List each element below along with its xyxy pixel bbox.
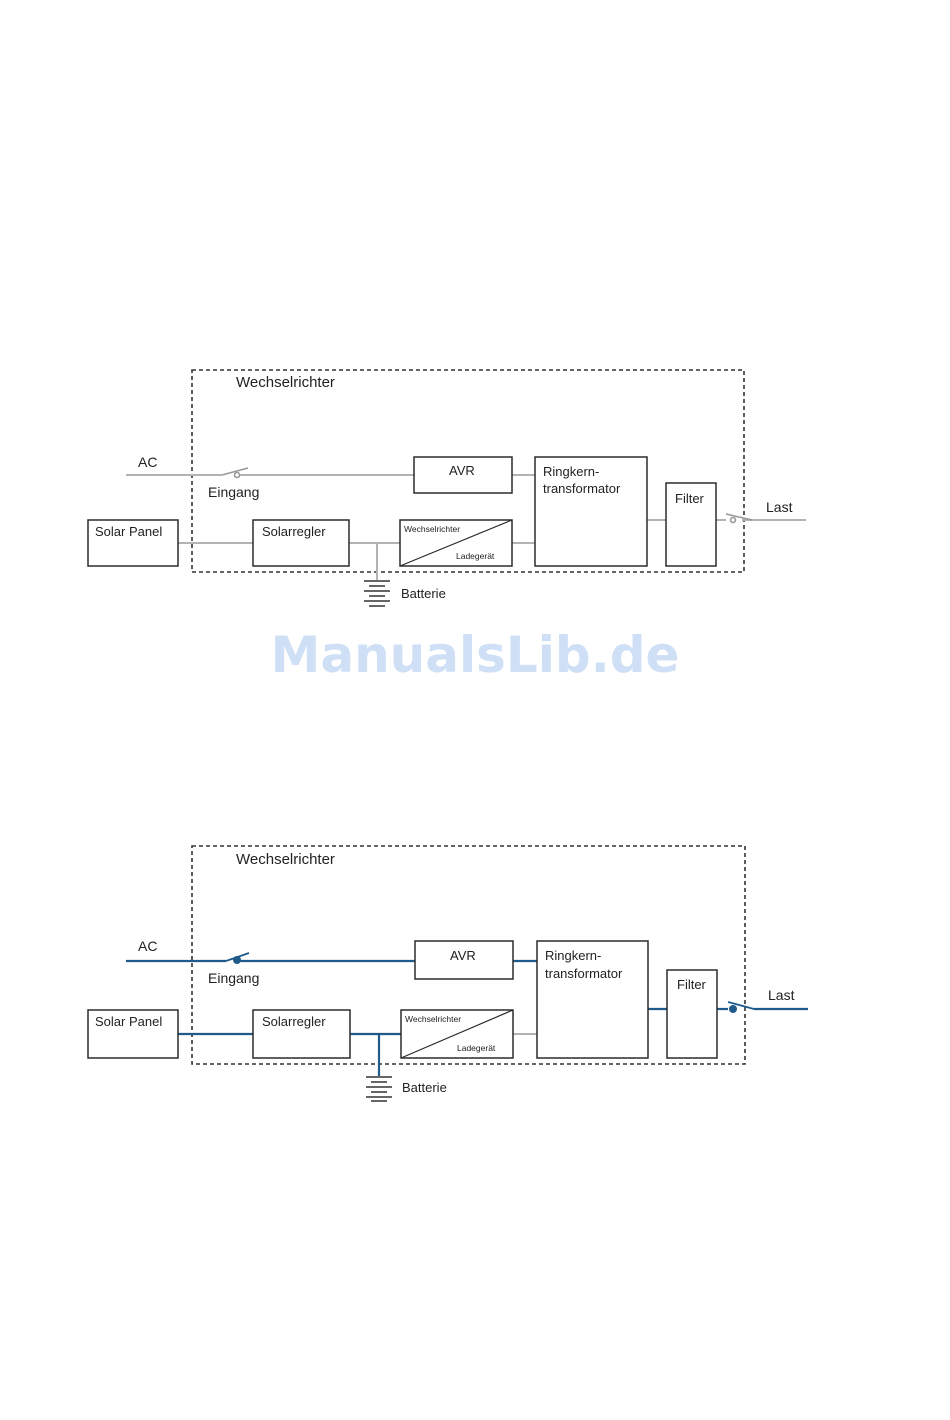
solarregler-label: Solarregler (262, 1014, 326, 1029)
watermark: ManualsLib.de (0, 626, 950, 684)
ringkern-label-line2: transformator (543, 481, 621, 496)
inverter-label: Wechselrichter (405, 1014, 461, 1024)
inverter-label: Wechselrichter (404, 524, 460, 534)
container-label: Wechselrichter (236, 374, 335, 391)
battery-icon (366, 1077, 392, 1101)
filter-label: Filter (677, 977, 707, 992)
ringkern-label-line2: transformator (545, 966, 623, 981)
input-switch-icon (222, 468, 248, 478)
avr-label: AVR (450, 948, 476, 963)
diagram-idle: Wechselrichter AC Eingang Last A (88, 370, 806, 606)
output-switch-icon (728, 1002, 754, 1013)
last-label: Last (768, 987, 795, 1003)
charger-label: Ladegerät (457, 1043, 496, 1053)
batterie-label: Batterie (401, 586, 446, 601)
eingang-label: Eingang (208, 970, 259, 986)
container-label: Wechselrichter (236, 851, 335, 868)
ringkern-label-line1: Ringkern- (543, 464, 599, 479)
avr-label: AVR (449, 463, 475, 478)
filter-label: Filter (675, 491, 705, 506)
batterie-label: Batterie (402, 1080, 447, 1095)
last-label: Last (766, 499, 793, 515)
solar-panel-label: Solar Panel (95, 524, 162, 539)
output-switch-icon (726, 514, 752, 523)
charger-label: Ladegerät (456, 551, 495, 561)
ringkern-label-line1: Ringkern- (545, 948, 601, 963)
ac-label: AC (138, 938, 157, 954)
eingang-label: Eingang (208, 484, 259, 500)
diagram-active: Wechselrichter AC Eingang Last (88, 846, 808, 1101)
battery-icon (364, 581, 390, 606)
ac-label: AC (138, 454, 157, 470)
solarregler-label: Solarregler (262, 524, 326, 539)
solar-panel-label: Solar Panel (95, 1014, 162, 1029)
input-switch-icon (226, 953, 249, 964)
